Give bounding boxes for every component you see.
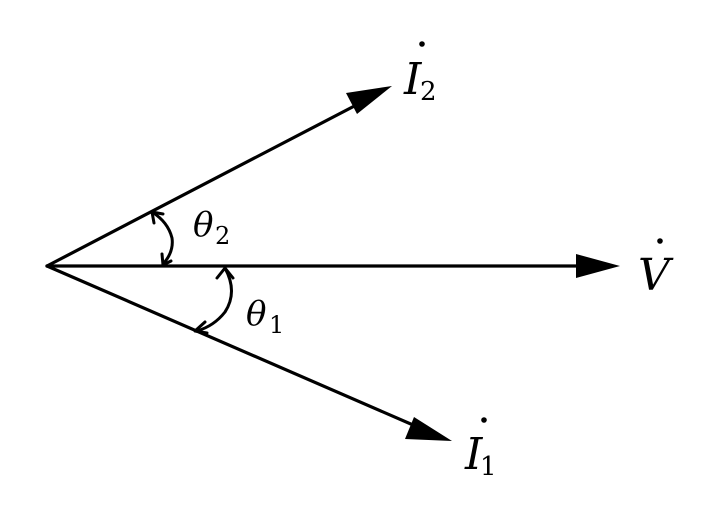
- vector-i1: [45, 264, 452, 441]
- angle-arc-theta2: [150, 210, 174, 267]
- vector-i2: [45, 86, 392, 268]
- theta2-arc-arrow-bottom: [160, 252, 173, 267]
- vector-i2-arrowhead: [346, 86, 392, 114]
- vector-v: [45, 254, 620, 278]
- theta2-arc-arrow-top: [150, 210, 165, 225]
- label-i2-symbol: I: [403, 54, 423, 105]
- label-i2-dot: [419, 41, 425, 47]
- vector-i1-shaft: [45, 264, 422, 430]
- label-i1-subscript: 1: [480, 452, 497, 482]
- label-i2: I 2: [403, 41, 437, 107]
- theta1-arc-arrow-bottom: [193, 320, 209, 335]
- label-i1-symbol: I: [464, 429, 484, 480]
- label-v-symbol: V: [638, 250, 674, 301]
- label-theta2: θ 2: [193, 205, 230, 250]
- theta2-arc-path: [150, 210, 174, 266]
- vector-v-arrowhead: [576, 254, 620, 278]
- label-theta1-subscript: 1: [269, 311, 284, 339]
- label-theta1: θ 1: [246, 294, 284, 339]
- label-v: V: [638, 238, 674, 301]
- label-i1: I 1: [464, 417, 497, 482]
- label-i1-dot: [481, 417, 487, 423]
- vector-i1-arrowhead: [405, 417, 452, 441]
- angle-arc-theta1: [193, 266, 235, 335]
- label-i2-subscript: 2: [420, 77, 437, 107]
- label-theta2-subscript: 2: [215, 222, 230, 250]
- label-v-dot: [657, 238, 663, 244]
- theta1-arc-path: [195, 266, 233, 333]
- label-theta2-symbol: θ: [193, 205, 213, 245]
- label-theta1-symbol: θ: [246, 294, 266, 334]
- vector-i2-shaft: [45, 99, 366, 268]
- theta1-arc-arrow-top: [215, 266, 235, 280]
